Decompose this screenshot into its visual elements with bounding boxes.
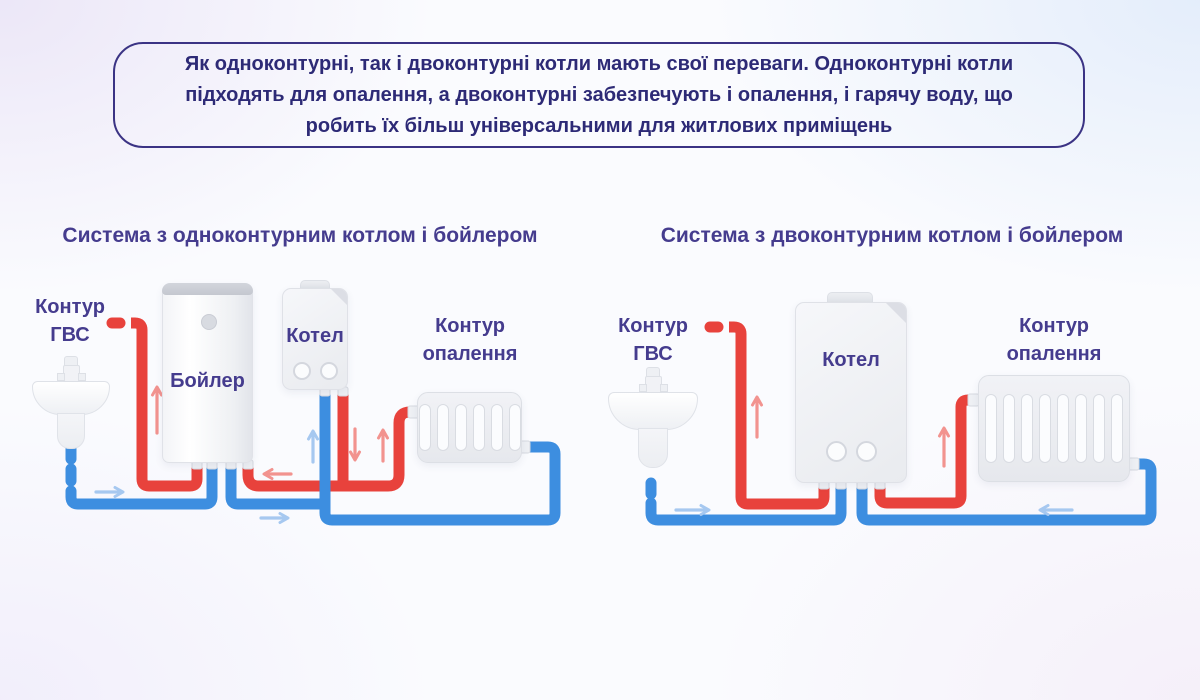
header-note: Як одноконтурні, так і двоконтурні котли…: [113, 42, 1085, 148]
sink-pedestal: [638, 428, 668, 468]
sink-pedestal: [57, 413, 85, 449]
left-diagram-title: Система з одноконтурним котлом і бойлеро…: [62, 224, 538, 247]
diagram-dual-circuit: Контур ГВС Котел Контур опалення: [600, 270, 1180, 570]
pipe-cold-main: [65, 466, 218, 510]
boiler-fold-corner: [886, 303, 906, 323]
storage-tank-icon: [162, 283, 253, 463]
tank-cap: [162, 283, 253, 295]
right-diagram-title: Система з двоконтурним котлом і бойлером: [660, 224, 1124, 247]
boiler-dials: [283, 362, 347, 380]
faucet-body: [56, 365, 86, 382]
heating-circuit-label: Контур опалення: [422, 315, 518, 365]
boiler-dials: [796, 441, 906, 462]
pipe-hot-dhw: [131, 317, 203, 492]
radiator-icon: [417, 392, 522, 463]
sink-icon: [32, 356, 110, 449]
tank-indicator: [200, 314, 217, 330]
pipe-hot-dhw: [729, 321, 830, 510]
pipe-cold-tank-return: [225, 466, 325, 510]
storage-tank-label: Бойлер: [170, 370, 245, 392]
dhw-circuit-label: Контур ГВС: [618, 315, 688, 365]
diagram-single-circuit: Контур ГВС Бойлер Котел Контур опалення: [20, 270, 580, 570]
pipe-cold-heating-return: [856, 458, 1157, 526]
boiler-unit-icon: [795, 302, 907, 483]
boiler-cap: [827, 292, 873, 303]
boiler-unit-icon: [282, 288, 348, 390]
header-note-text: Як одноконтурні, так і двоконтурні котли…: [184, 52, 1014, 137]
boiler-cap: [300, 280, 330, 289]
sink-basin: [32, 381, 110, 415]
pipe-cold-main: [645, 486, 847, 526]
boiler-unit-label: Котел: [286, 325, 344, 347]
boiler-unit-label: Котел: [822, 349, 880, 371]
dhw-circuit-label: Контур ГВС: [35, 296, 105, 346]
heating-circuit-label: Контур опалення: [1006, 315, 1102, 365]
faucet-body: [638, 376, 668, 393]
pipe-hot-supply: [242, 406, 416, 492]
pipes-svg-left: [65, 317, 561, 526]
boiler-fold-corner: [331, 289, 347, 305]
sink-basin: [608, 392, 698, 430]
sink-icon: [608, 367, 698, 468]
pipe-hot-supply: [874, 394, 975, 509]
radiator-icon: [978, 375, 1130, 482]
pipe-cold-heating-return: [319, 393, 561, 526]
pipes-svg-right: [645, 321, 1157, 526]
